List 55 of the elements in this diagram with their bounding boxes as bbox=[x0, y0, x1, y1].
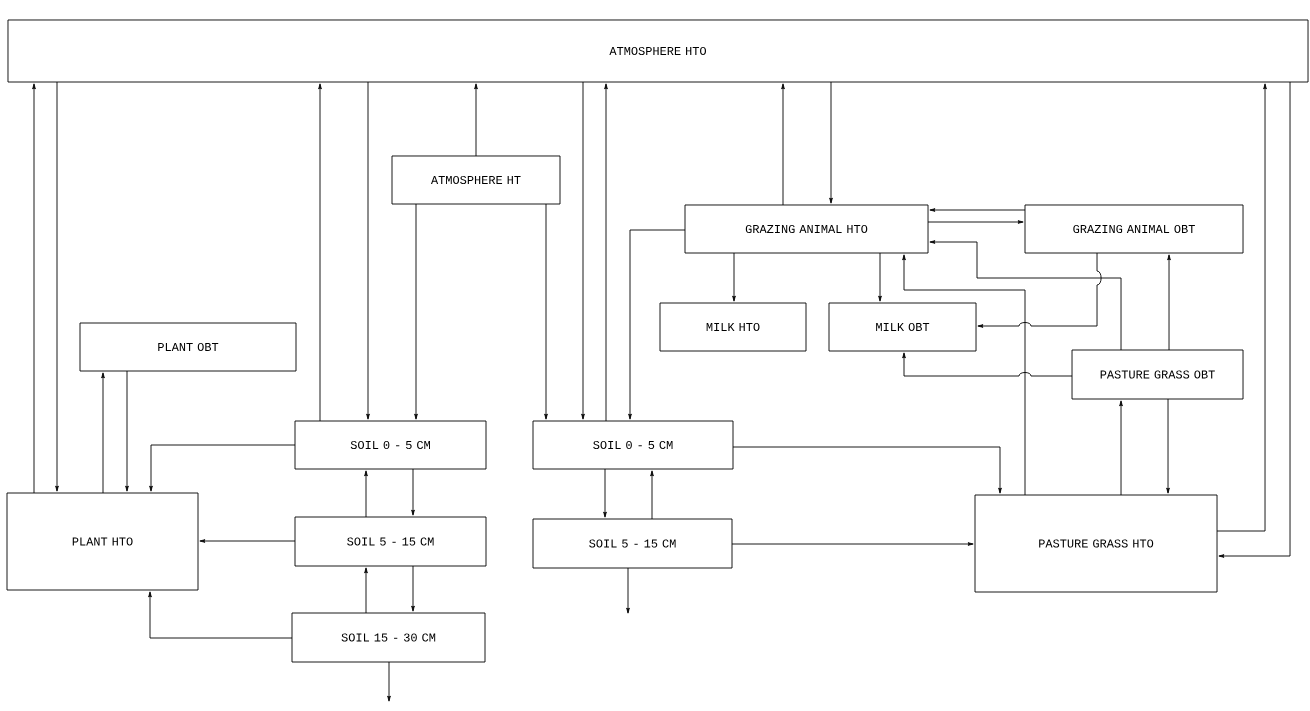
compartment-box: MILK OBT bbox=[828, 302, 977, 352]
compartment-box: MILK HTO bbox=[659, 302, 807, 352]
arrow bbox=[603, 468, 607, 518]
arrow bbox=[414, 203, 418, 420]
compartment-box: SOIL 0 - 5 CM bbox=[532, 420, 734, 470]
compartment-box: SOIL 5 - 15 CM bbox=[532, 518, 733, 569]
arrow bbox=[626, 567, 630, 614]
arrow bbox=[318, 83, 322, 422]
arrow bbox=[364, 470, 368, 518]
arrow bbox=[366, 81, 370, 420]
arrow bbox=[902, 352, 1073, 377]
arrow bbox=[1216, 83, 1267, 532]
compartment-box: SOIL 5 - 15 CM bbox=[294, 516, 487, 567]
arrow bbox=[199, 539, 296, 543]
arrow bbox=[148, 591, 293, 639]
arrow bbox=[878, 252, 882, 302]
arrow bbox=[101, 372, 105, 494]
arrow bbox=[149, 444, 296, 492]
arrow bbox=[125, 370, 129, 492]
arrow bbox=[927, 220, 1024, 224]
arrow bbox=[1218, 81, 1291, 558]
arrow bbox=[732, 446, 1002, 494]
arrow bbox=[604, 83, 608, 422]
arrow bbox=[1119, 400, 1123, 496]
arrow bbox=[1167, 254, 1171, 351]
arrow bbox=[829, 81, 833, 204]
arrow bbox=[902, 254, 1026, 496]
arrow bbox=[387, 661, 391, 702]
compartment-box: PASTURE GRASS OBT bbox=[1071, 349, 1244, 400]
arrow bbox=[411, 468, 415, 516]
arrow bbox=[1166, 398, 1170, 494]
compartment-box: SOIL 15 - 30 CM bbox=[291, 612, 486, 663]
arrow bbox=[781, 83, 785, 206]
arrow bbox=[474, 83, 478, 157]
arrow bbox=[929, 240, 1122, 351]
compartment-box: GRAZING ANIMAL HTO bbox=[684, 204, 929, 254]
arrow bbox=[364, 567, 368, 614]
arrow bbox=[32, 83, 36, 494]
arrow bbox=[411, 565, 415, 612]
arrow bbox=[55, 81, 59, 492]
compartment-box: ATMOSPHERE HTO bbox=[7, 19, 1309, 83]
arrow bbox=[731, 542, 974, 546]
arrow bbox=[977, 252, 1102, 328]
arrow bbox=[650, 470, 654, 520]
arrow bbox=[628, 229, 686, 420]
compartment-box: GRAZING ANIMAL OBT bbox=[1024, 204, 1244, 254]
compartment-box: PASTURE GRASS HTO bbox=[974, 494, 1218, 593]
arrow bbox=[929, 208, 1026, 212]
arrow bbox=[732, 252, 736, 302]
compartment-box: PLANT OBT bbox=[79, 322, 297, 372]
compartment-box: PLANT HTO bbox=[6, 492, 199, 591]
compartment-box: ATMOSPHERE HT bbox=[391, 155, 561, 205]
arrow bbox=[544, 203, 548, 420]
arrow bbox=[581, 81, 585, 420]
compartment-box: SOIL 0 - 5 CM bbox=[294, 420, 487, 470]
